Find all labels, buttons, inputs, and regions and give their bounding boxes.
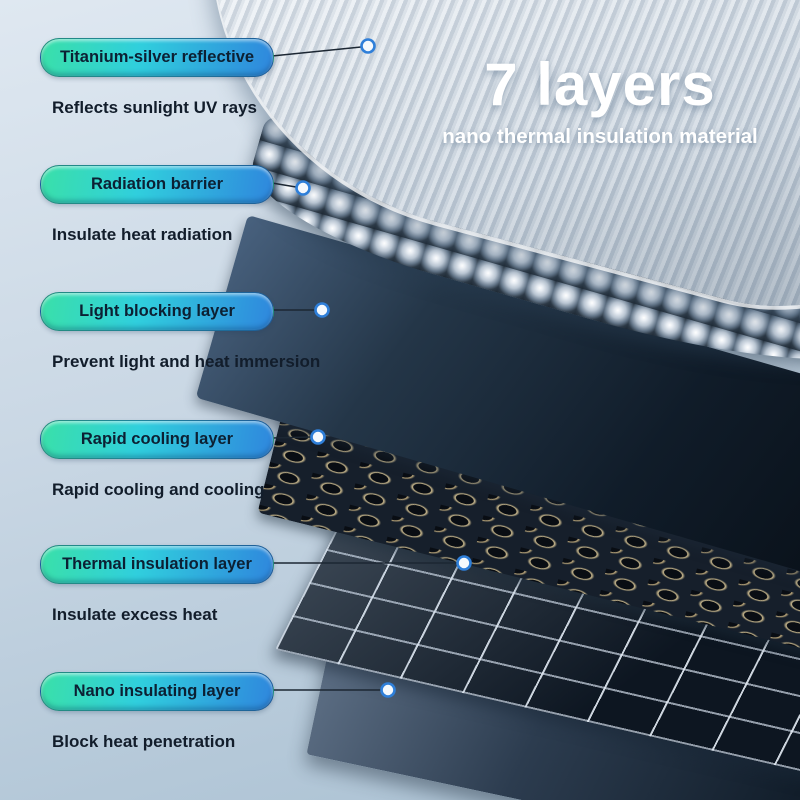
pill-titanium-silver-reflective: Titanium-silver reflective — [40, 38, 274, 77]
pill-label: Light blocking layer — [79, 302, 235, 320]
label-group-light-blocking: Light blocking layer Prevent light and h… — [40, 292, 370, 372]
pill-radiation-barrier: Radiation barrier — [40, 165, 274, 204]
pill-nano-insulating-layer: Nano insulating layer — [40, 672, 274, 711]
label-group-thermal-insulation: Thermal insulation layer Insulate excess… — [40, 545, 370, 625]
label-group-nano-insulating: Nano insulating layer Block heat penetra… — [40, 672, 370, 752]
layer-description: Reflects sunlight UV rays — [52, 98, 258, 117]
layer-description: Block heat penetration — [52, 732, 236, 751]
label-group-titanium: Titanium-silver reflective Reflects sunl… — [40, 38, 370, 118]
pill-thermal-insulation-layer: Thermal insulation layer — [40, 545, 274, 584]
label-group-rapid-cooling: Rapid cooling layer Rapid cooling and co… — [40, 420, 370, 500]
layer-description: Prevent light and heat immersion — [52, 352, 321, 371]
layer-description: Insulate excess heat — [52, 605, 218, 624]
page-title: 7 layers — [484, 51, 716, 118]
page-subtitle: nano thermal insulation material — [442, 125, 758, 148]
layer-description: Insulate heat radiation — [52, 225, 233, 244]
pill-label: Radiation barrier — [90, 175, 224, 193]
pill-light-blocking-layer: Light blocking layer — [40, 292, 274, 331]
label-group-radiation: Radiation barrier Insulate heat radiatio… — [40, 165, 370, 245]
layer-description: Rapid cooling and cooling — [52, 480, 265, 499]
title-block: 7 layers nano thermal insulation materia… — [415, 50, 785, 149]
pill-label: Thermal insulation layer — [62, 555, 252, 573]
pill-label: Rapid cooling layer — [80, 430, 234, 448]
pill-label: Titanium-silver reflective — [59, 48, 255, 66]
pill-rapid-cooling-layer: Rapid cooling layer — [40, 420, 274, 459]
pill-label: Nano insulating layer — [73, 682, 241, 700]
